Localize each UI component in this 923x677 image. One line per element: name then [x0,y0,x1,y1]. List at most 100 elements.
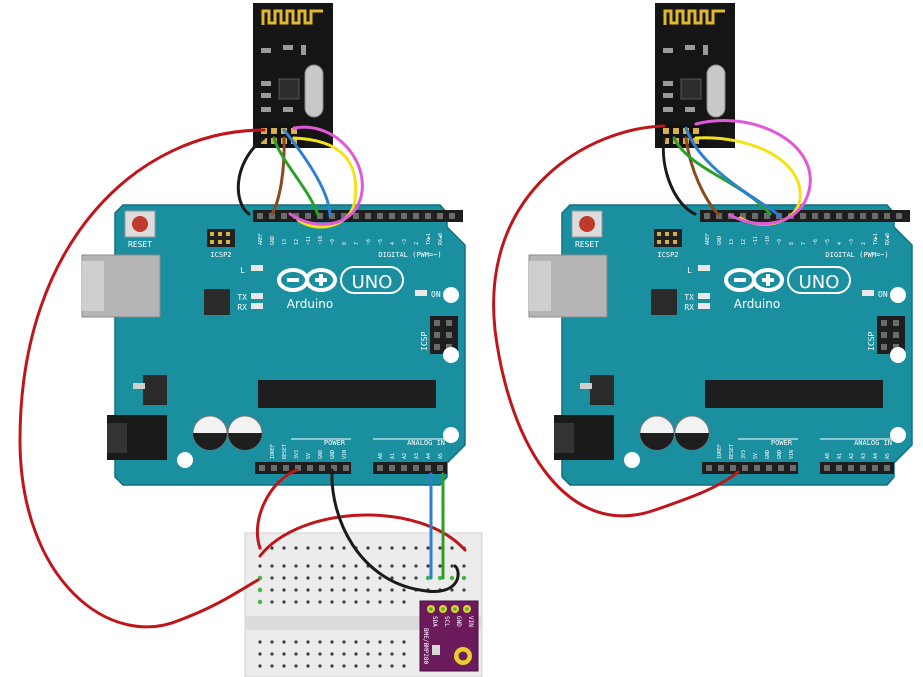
header-pin-label: ~3 [849,239,855,245]
uno-label: UNO [352,272,393,293]
power-pin-label: 5V [306,453,312,459]
wire-brown [270,136,286,216]
wire-green [672,136,772,216]
sensor-name-label: BME/BMP280 [422,628,429,665]
analog-pin-label: A5 [885,453,891,459]
header-pin-label: ~11 [753,236,759,245]
led-tx-label: TX [237,293,247,302]
header-pin-label: 8 [789,242,795,245]
power-label: POWER [771,439,793,447]
led-on-label: ON [431,290,441,299]
analog-pin-label: A1 [837,453,843,459]
header-pin-label: ~6 [813,239,819,245]
header-pin-label: GND [717,236,723,245]
digital-label: DIGITAL (PWM=~) [378,251,441,259]
led-tx-label: TX [684,293,694,302]
power-pin-label: VIN [789,450,795,459]
nrf24l01-module-left [251,1,335,150]
header-pin-label: ~10 [765,236,771,245]
sensor-pin-label: VIN [467,616,474,627]
header-pin-label: 2 [414,242,420,245]
wire-blue [684,126,782,218]
power-pin-label: RESET [282,444,288,459]
wire-red [18,128,266,629]
header-pin-label: 12 [294,239,300,245]
led-rx-label: RX [684,303,694,312]
sensor-pin-label: GND [455,616,462,627]
power-pin-label: GND [318,450,324,459]
header-pin-label: RX◀0 [885,233,891,245]
header-pin-label: ~5 [378,239,384,245]
wires [18,119,812,629]
analog-pin-label: A0 [825,453,831,459]
header-pin-label: GND [270,236,276,245]
icsp2-label: ICSP2 [657,251,678,259]
power-pin-label: GND [330,450,336,459]
nrf24l01-module-right [653,1,737,150]
power-pin-labels: IOREF RESET 3V3 5V GND GND VIN [270,444,348,459]
header-pin-label: 13 [729,239,735,245]
wire-brown [684,136,720,216]
digital-header-labels: AREF GND 13 12 ~11 ~10 ~9 8 7 ~6 ~5 4 ~3… [258,233,444,245]
header-pin-label: RX◀0 [438,233,444,245]
analog-pin-label: A2 [402,453,408,459]
wire-black [236,136,266,216]
wire-black [661,136,697,216]
led-l-label: L [687,266,692,275]
digital-header-labels: AREF GND 13 12 ~11 ~10 ~9 8 7 ~6 ~5 4 ~3… [705,233,891,245]
analog-label: ANALOG IN [407,439,445,447]
header-pin-label: 7 [801,242,807,245]
analog-pin-label: A1 [390,453,396,459]
analog-pin-label: A3 [414,453,420,459]
wire-magenta [288,125,364,226]
analog-pin-label: A4 [873,453,879,459]
header-pin-label: AREF [258,233,264,245]
analog-pin-labels: A0 A1 A2 A3 A4 A5 [378,453,444,459]
power-pin-label: 5V [753,453,759,459]
icsp2-label: ICSP2 [210,251,231,259]
wire-yellow [292,136,358,229]
header-pin-label: 13 [282,239,288,245]
power-pin-label: RESET [729,444,735,459]
led-l-label: L [240,266,245,275]
analog-pin-label: A0 [378,453,384,459]
arduino-uno-board-right: RESET ICSP2 DIGITAL (PWM=~) AREF GND 13 … [527,203,914,487]
power-pin-labels: IOREF RESET 3V3 5V GND GND VIN [717,444,795,459]
header-pin-label: ~5 [825,239,831,245]
wire-red [258,513,467,558]
power-pin-label: IOREF [270,444,276,459]
header-pin-label: 12 [741,239,747,245]
analog-pin-label: A4 [426,453,432,459]
icsp-label: ICSP [867,332,876,351]
reset-label: RESET [128,240,152,249]
header-pin-label: ~11 [306,236,312,245]
wire-magenta [694,119,812,226]
wire-red [255,468,299,550]
icsp-label: ICSP [420,332,429,351]
header-pin-label: ~9 [777,239,783,245]
header-pin-label: AREF [705,233,711,245]
reset-label: RESET [575,240,599,249]
analog-pin-label: A5 [438,453,444,459]
header-pin-label: ~3 [402,239,408,245]
power-pin-label: 3V3 [741,450,747,459]
sensor-pin-label: SCL [443,616,450,627]
sensor-pin-label: SDA [431,616,438,627]
header-pin-label: 7 [354,242,360,245]
header-pin-label: ~10 [318,236,324,245]
analog-pin-label: A3 [861,453,867,459]
wire-black [330,468,460,593]
analog-pin-labels: A0 A1 A2 A3 A4 A5 [825,453,891,459]
digital-label: DIGITAL (PWM=~) [825,251,888,259]
power-pin-label: GND [777,450,783,459]
header-pin-label: ~6 [366,239,372,245]
header-pin-label: TX▶1 [873,233,879,245]
arduino-brand-label: Arduino [734,297,780,311]
led-rx-label: RX [237,303,247,312]
analog-pin-label: A2 [849,453,855,459]
header-pin-label: 8 [342,242,348,245]
header-pin-label: ~9 [330,239,336,245]
wire-red [492,124,740,518]
uno-label: UNO [799,272,840,293]
